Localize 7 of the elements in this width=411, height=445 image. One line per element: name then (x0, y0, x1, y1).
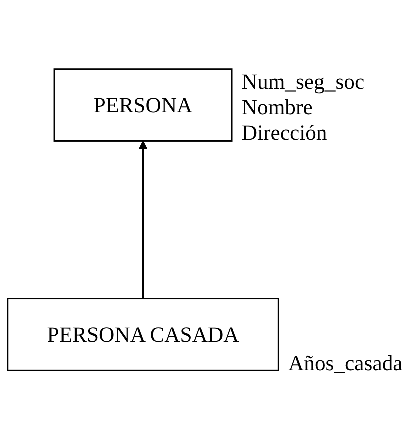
attribute-text: Años_casada (288, 352, 403, 376)
attribute-text: Dirección (242, 121, 328, 146)
entity-box: PERSONA (54, 68, 233, 142)
arrow (138, 140, 148, 299)
attribute-text: Num_seg_soc (242, 70, 365, 94)
attribute-text: Nombre (242, 96, 313, 120)
entity-box: PERSONA CASADA (7, 298, 280, 372)
